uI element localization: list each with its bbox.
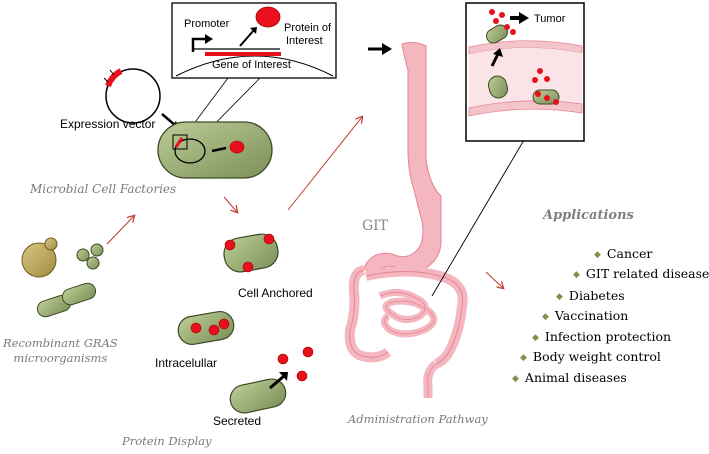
protein-of-interest-blob bbox=[255, 6, 281, 28]
gi-tract bbox=[344, 41, 468, 398]
intracellular-bacterium bbox=[177, 310, 235, 346]
cell-anchored-label: Cell Anchored bbox=[238, 286, 313, 300]
plasmid-icon bbox=[103, 68, 161, 124]
gras-microorganisms bbox=[21, 237, 104, 318]
git-label: GIT bbox=[362, 218, 389, 234]
application-item: ◆Animal diseases bbox=[512, 370, 627, 385]
promoter-label: Promoter bbox=[184, 18, 230, 30]
application-item: ◆Cancer bbox=[594, 246, 653, 261]
secreted-label: Secreted bbox=[213, 414, 262, 428]
intracellular-label: Intracelullar bbox=[155, 356, 218, 370]
protein-display-label: Protein Display bbox=[122, 434, 212, 448]
bullet-icon: ◆ bbox=[532, 333, 539, 343]
protein-of-interest-label: Protein of Interest bbox=[284, 22, 331, 48]
cell-anchored-bacterium bbox=[223, 233, 279, 273]
secreting-bacterium bbox=[229, 346, 314, 414]
application-item: ◆GIT related diseases bbox=[573, 266, 709, 281]
application-item: ◆Infection protection bbox=[532, 329, 672, 344]
administration-pathway-label: Administration Pathway bbox=[348, 412, 488, 426]
bullet-icon: ◆ bbox=[594, 250, 601, 260]
tumor-label: Tumor bbox=[534, 13, 566, 25]
cell-factory-bacterium bbox=[157, 121, 273, 179]
microbial-cell-factories-label: Microbial Cell Factories bbox=[30, 182, 177, 196]
bullet-icon: ◆ bbox=[512, 374, 519, 384]
recombinant-gras-label: Recombinant GRAS microorganisms bbox=[3, 336, 118, 366]
recombinant-gras-line2: microorganisms bbox=[13, 351, 108, 365]
application-item: ◆Vaccination bbox=[542, 308, 629, 323]
bullet-icon: ◆ bbox=[556, 292, 563, 302]
gene-of-interest-label: Gene of Interest bbox=[212, 59, 291, 71]
gene-of-interest-bar bbox=[205, 52, 281, 56]
applications-title: Applications bbox=[543, 208, 634, 223]
gene-construct-inset bbox=[171, 2, 337, 79]
recombinant-gras-line1: Recombinant GRAS bbox=[3, 336, 118, 350]
expression-vector-label: Expression vector bbox=[60, 117, 156, 131]
application-item: ◆Diabetes bbox=[556, 288, 625, 303]
bullet-icon: ◆ bbox=[520, 353, 527, 363]
bullet-icon: ◆ bbox=[542, 312, 549, 322]
flow-arrow-display bbox=[223, 196, 237, 212]
flow-arrow-gras bbox=[106, 216, 134, 245]
flow-arrow-applications bbox=[485, 271, 503, 288]
flow-arrow-git bbox=[287, 117, 362, 211]
protein-of-interest-line2: Interest bbox=[286, 35, 323, 47]
bullet-icon: ◆ bbox=[573, 270, 580, 280]
protein-of-interest-line1: Protein of bbox=[284, 22, 332, 34]
promoter-arrow bbox=[191, 37, 207, 52]
gut-callout-line bbox=[431, 139, 525, 297]
gut-tumor-inset bbox=[465, 2, 585, 142]
application-item: ◆Body weight control bbox=[520, 349, 661, 364]
